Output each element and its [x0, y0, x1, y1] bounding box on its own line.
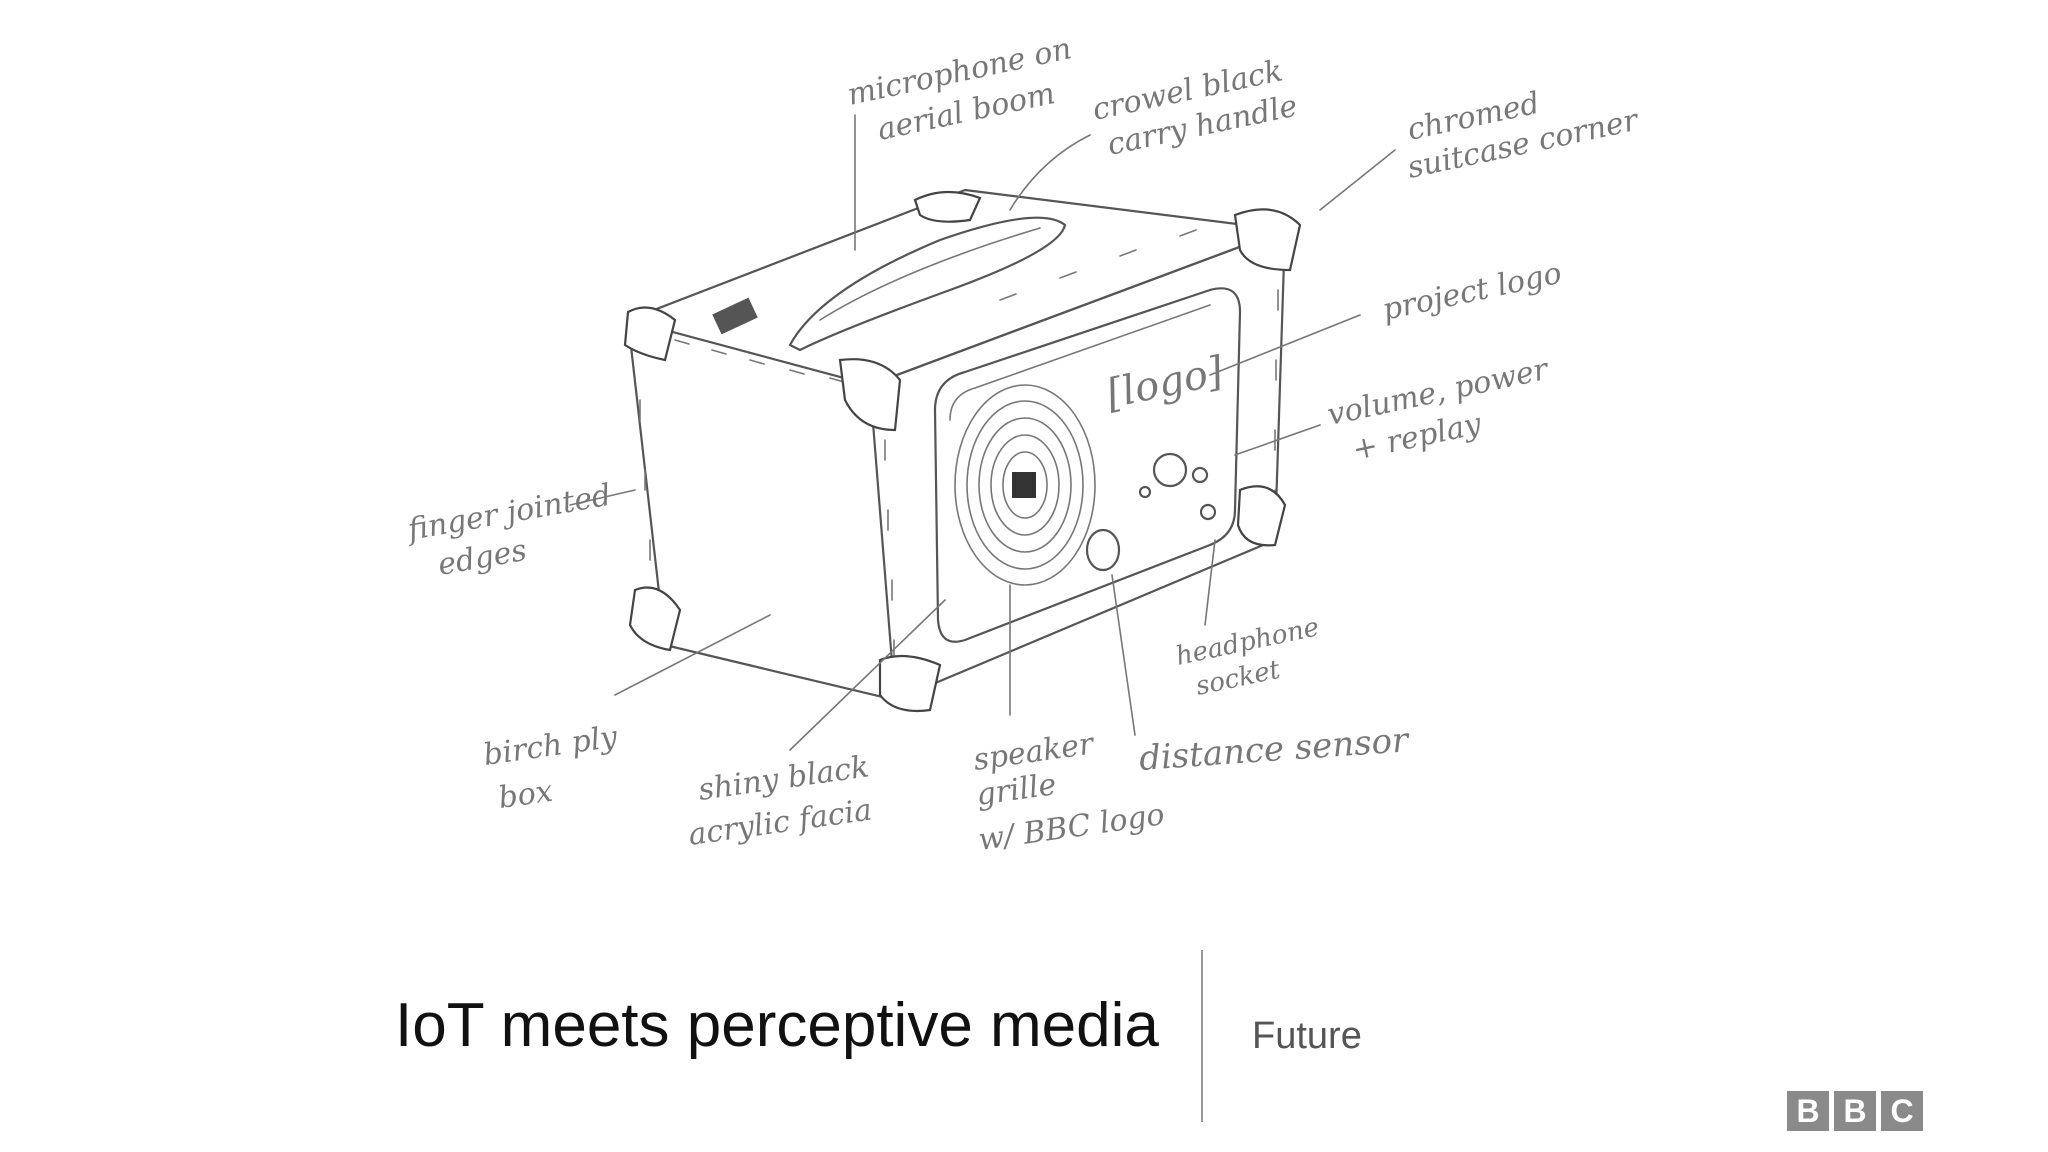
label-box-1: birch ply — [481, 719, 620, 773]
speaker-grille — [954, 384, 1096, 586]
product-sketch: microphone on aerial boom crowel black c… — [403, 31, 1642, 858]
control-knobs — [1085, 452, 1217, 572]
bbc-logo-letter-2: B — [1834, 1091, 1876, 1131]
title-divider — [1201, 950, 1203, 1122]
suitcase-corners — [623, 190, 1302, 713]
sketch-labels: microphone on aerial boom crowel black c… — [403, 31, 1642, 858]
carry-handle — [712, 216, 1067, 352]
bbc-logo-letter-1: B — [1787, 1091, 1829, 1131]
acrylic-facia — [933, 287, 1242, 643]
label-logo-text: [logo] — [1103, 348, 1228, 418]
label-box-2: box — [496, 774, 555, 816]
annotation-lines — [569, 114, 1396, 751]
box-outline — [626, 188, 1287, 702]
section-label: Future — [1252, 1015, 1362, 1057]
label-project-logo: project logo — [1379, 256, 1564, 328]
label-distance: distance sensor — [1138, 720, 1411, 779]
bbc-logo-letter-3: C — [1881, 1091, 1923, 1131]
slide-title: IoT meets perceptive media — [395, 991, 1159, 1060]
bbc-logo: B B C — [1787, 1091, 1923, 1131]
